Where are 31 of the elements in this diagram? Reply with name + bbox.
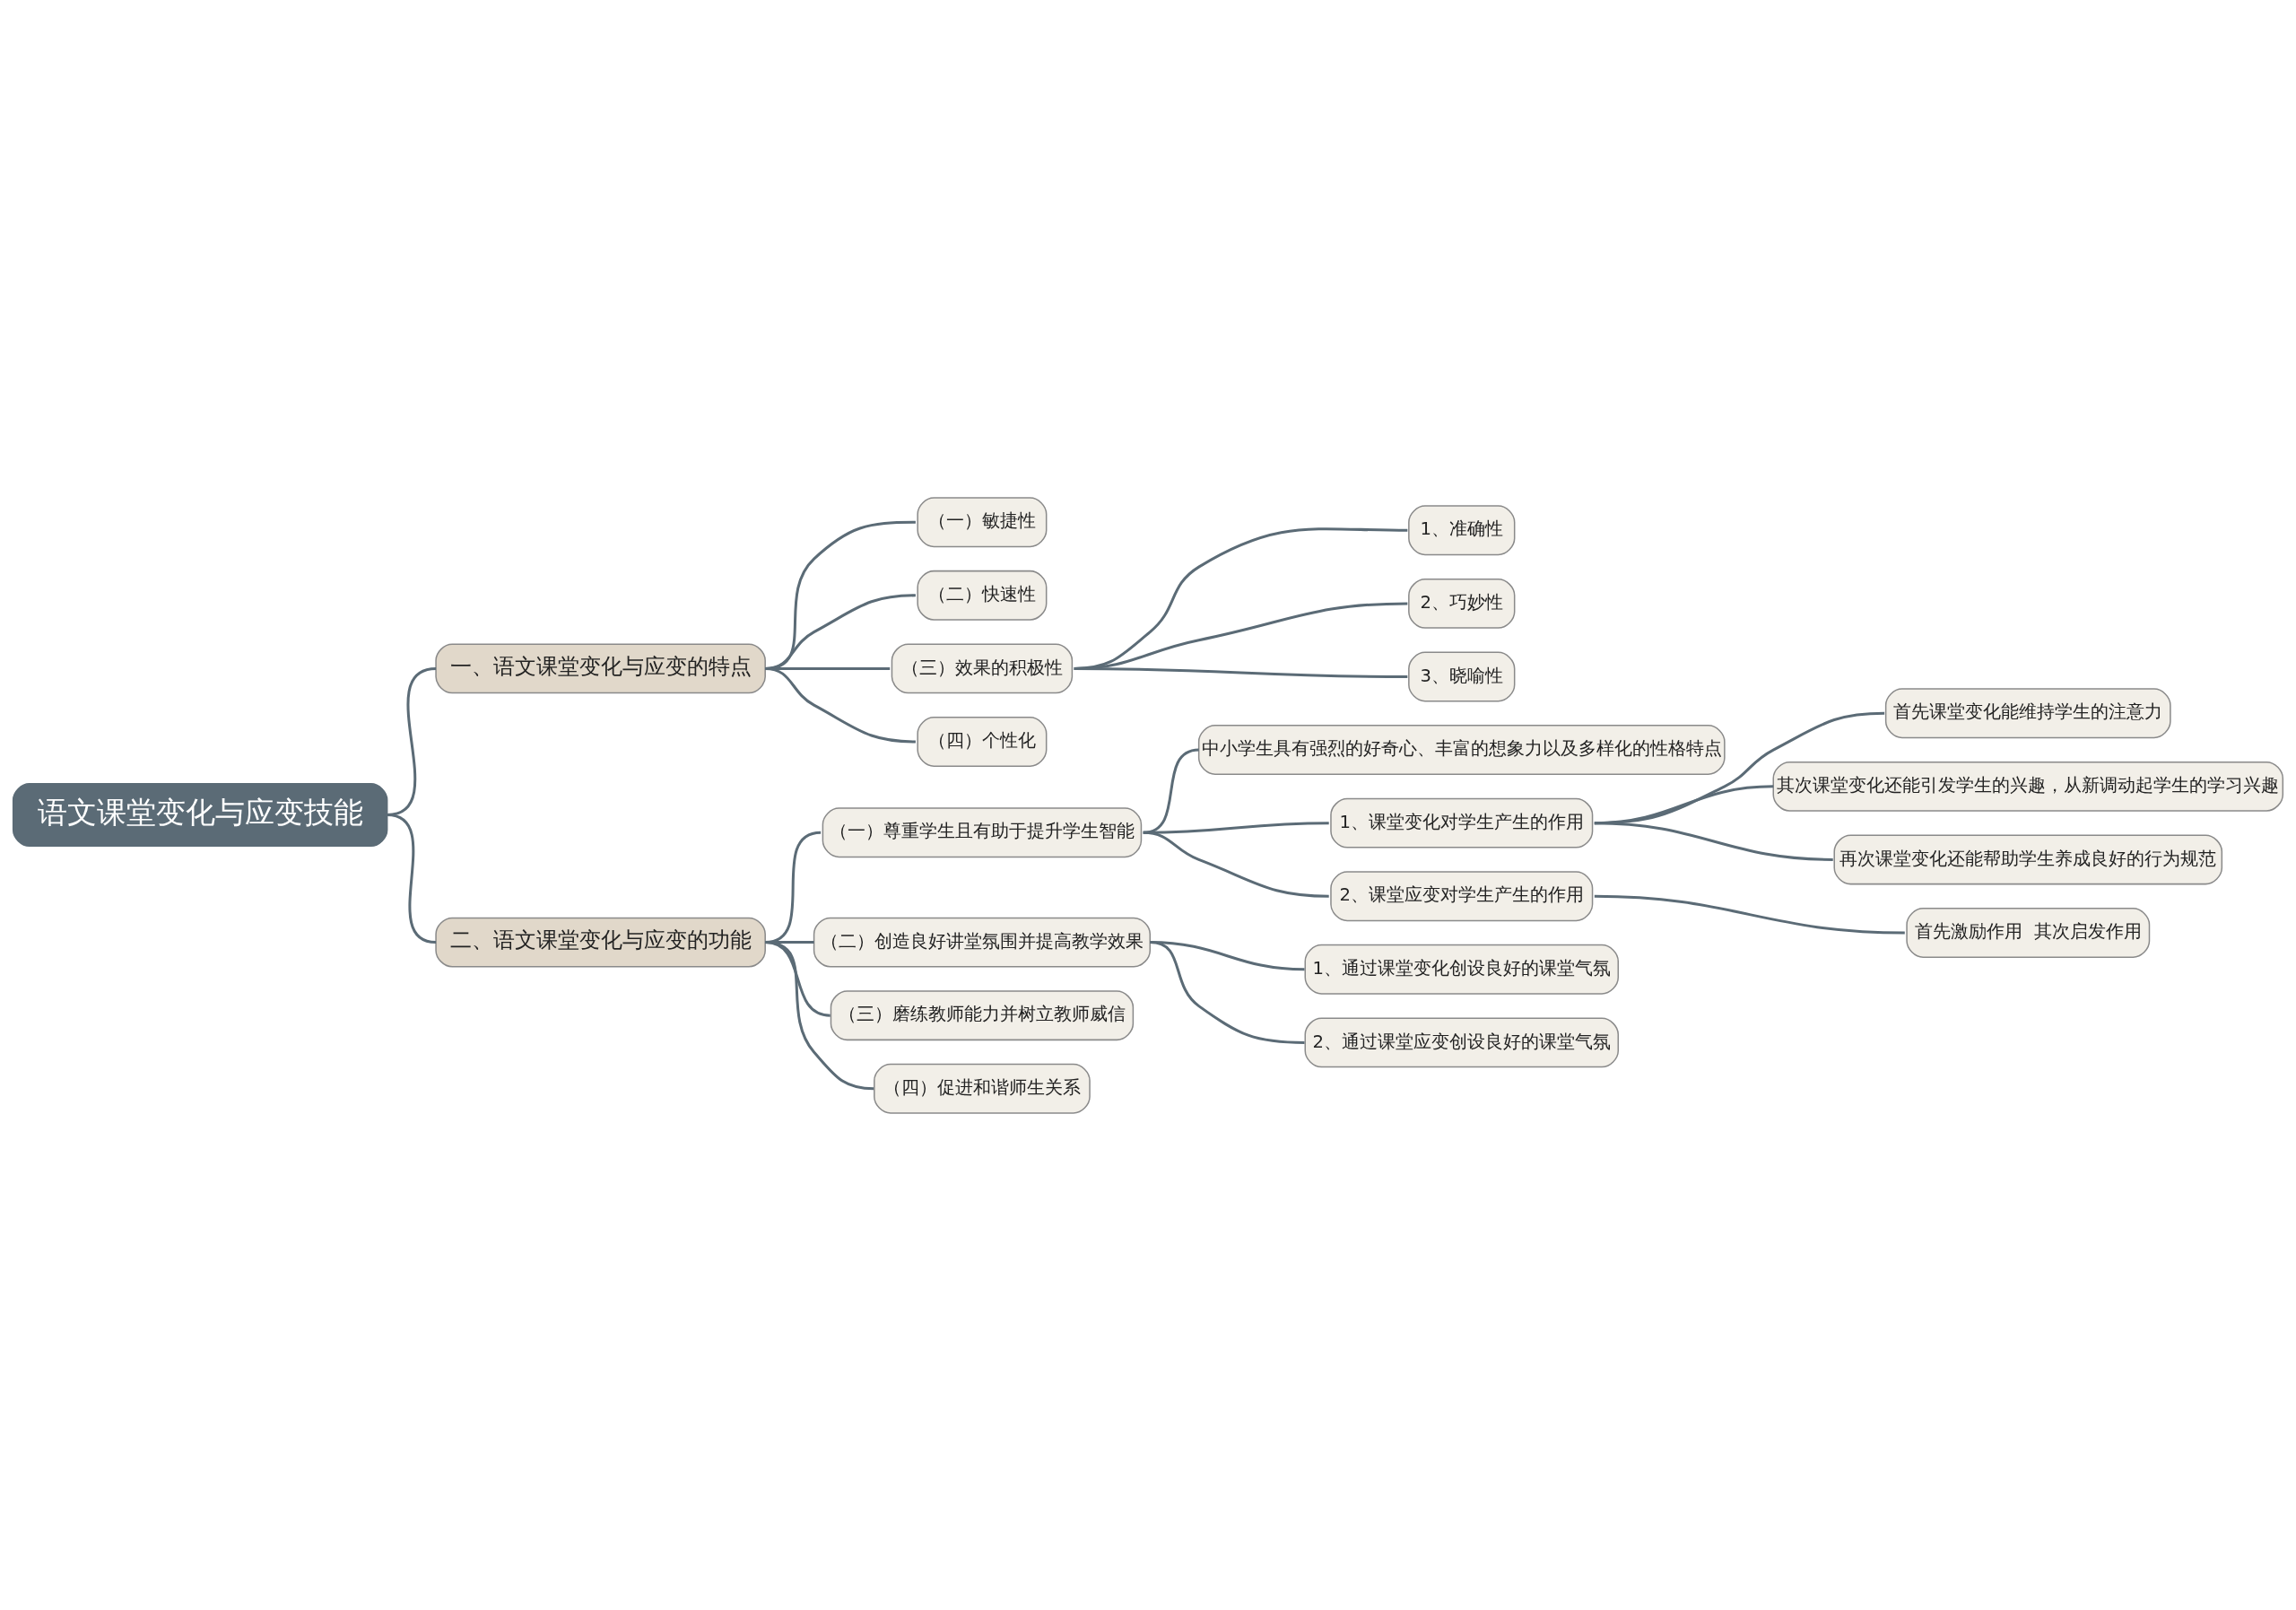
node-box: （一）尊重学生且有助于提升学生智能 — [822, 806, 1143, 857]
node-box: （四）个性化 — [917, 716, 1048, 767]
node-box: 一、语文课堂变化与应变的特点 — [435, 642, 766, 693]
connector — [765, 940, 874, 1090]
node-box: 语文课堂变化与应变技能 — [12, 782, 388, 847]
connector — [765, 666, 916, 743]
node-box: 再次课堂变化还能帮助学生养成良好的行为规范 — [1833, 834, 2223, 884]
node-box: （三）磨练教师能力并树立教师威信 — [830, 989, 1135, 1040]
node-box: 其次课堂变化还能引发学生的兴趣，从新调动起学生的学习兴趣 — [1772, 761, 2284, 812]
node-box: 1、通过课堂变化创设良好的课堂气氛 — [1304, 944, 1619, 995]
node-box: （二）快速性 — [917, 570, 1048, 621]
connector — [1594, 894, 1905, 935]
node-box: 1、课堂变化对学生产生的作用 — [1330, 797, 1594, 849]
connector — [1594, 821, 1833, 861]
node-box: 2、通过课堂应变创设良好的课堂气氛 — [1304, 1016, 1619, 1067]
node-box: 二、语文课堂变化与应变的功能 — [435, 917, 766, 968]
connector — [1150, 940, 1305, 1044]
node-box: 1、准确性 — [1408, 504, 1516, 555]
connector — [1074, 666, 1408, 678]
node-box: 首先激励作用 其次启发作用 — [1906, 907, 2151, 958]
node-box: （四）促进和谐师生关系 — [874, 1063, 1091, 1114]
connector — [387, 813, 437, 944]
connector — [1143, 831, 1329, 898]
node-box: 2、巧妙性 — [1408, 578, 1516, 629]
node-box: 首先课堂变化能维持学生的注意力 — [1884, 687, 2171, 738]
node-box: （二）创造良好讲堂氛围并提高教学效果 — [813, 917, 1152, 968]
node-box: 中小学生具有强烈的好奇心、丰富的想象力以及多样化的性格特点 — [1197, 724, 1726, 775]
node-box: （一）敏捷性 — [917, 496, 1048, 547]
node-box: 3、晓喻性 — [1408, 651, 1516, 701]
node-box: （三）效果的积极性 — [891, 642, 1074, 693]
node-box: 2、课堂应变对学生产生的作用 — [1330, 870, 1594, 921]
